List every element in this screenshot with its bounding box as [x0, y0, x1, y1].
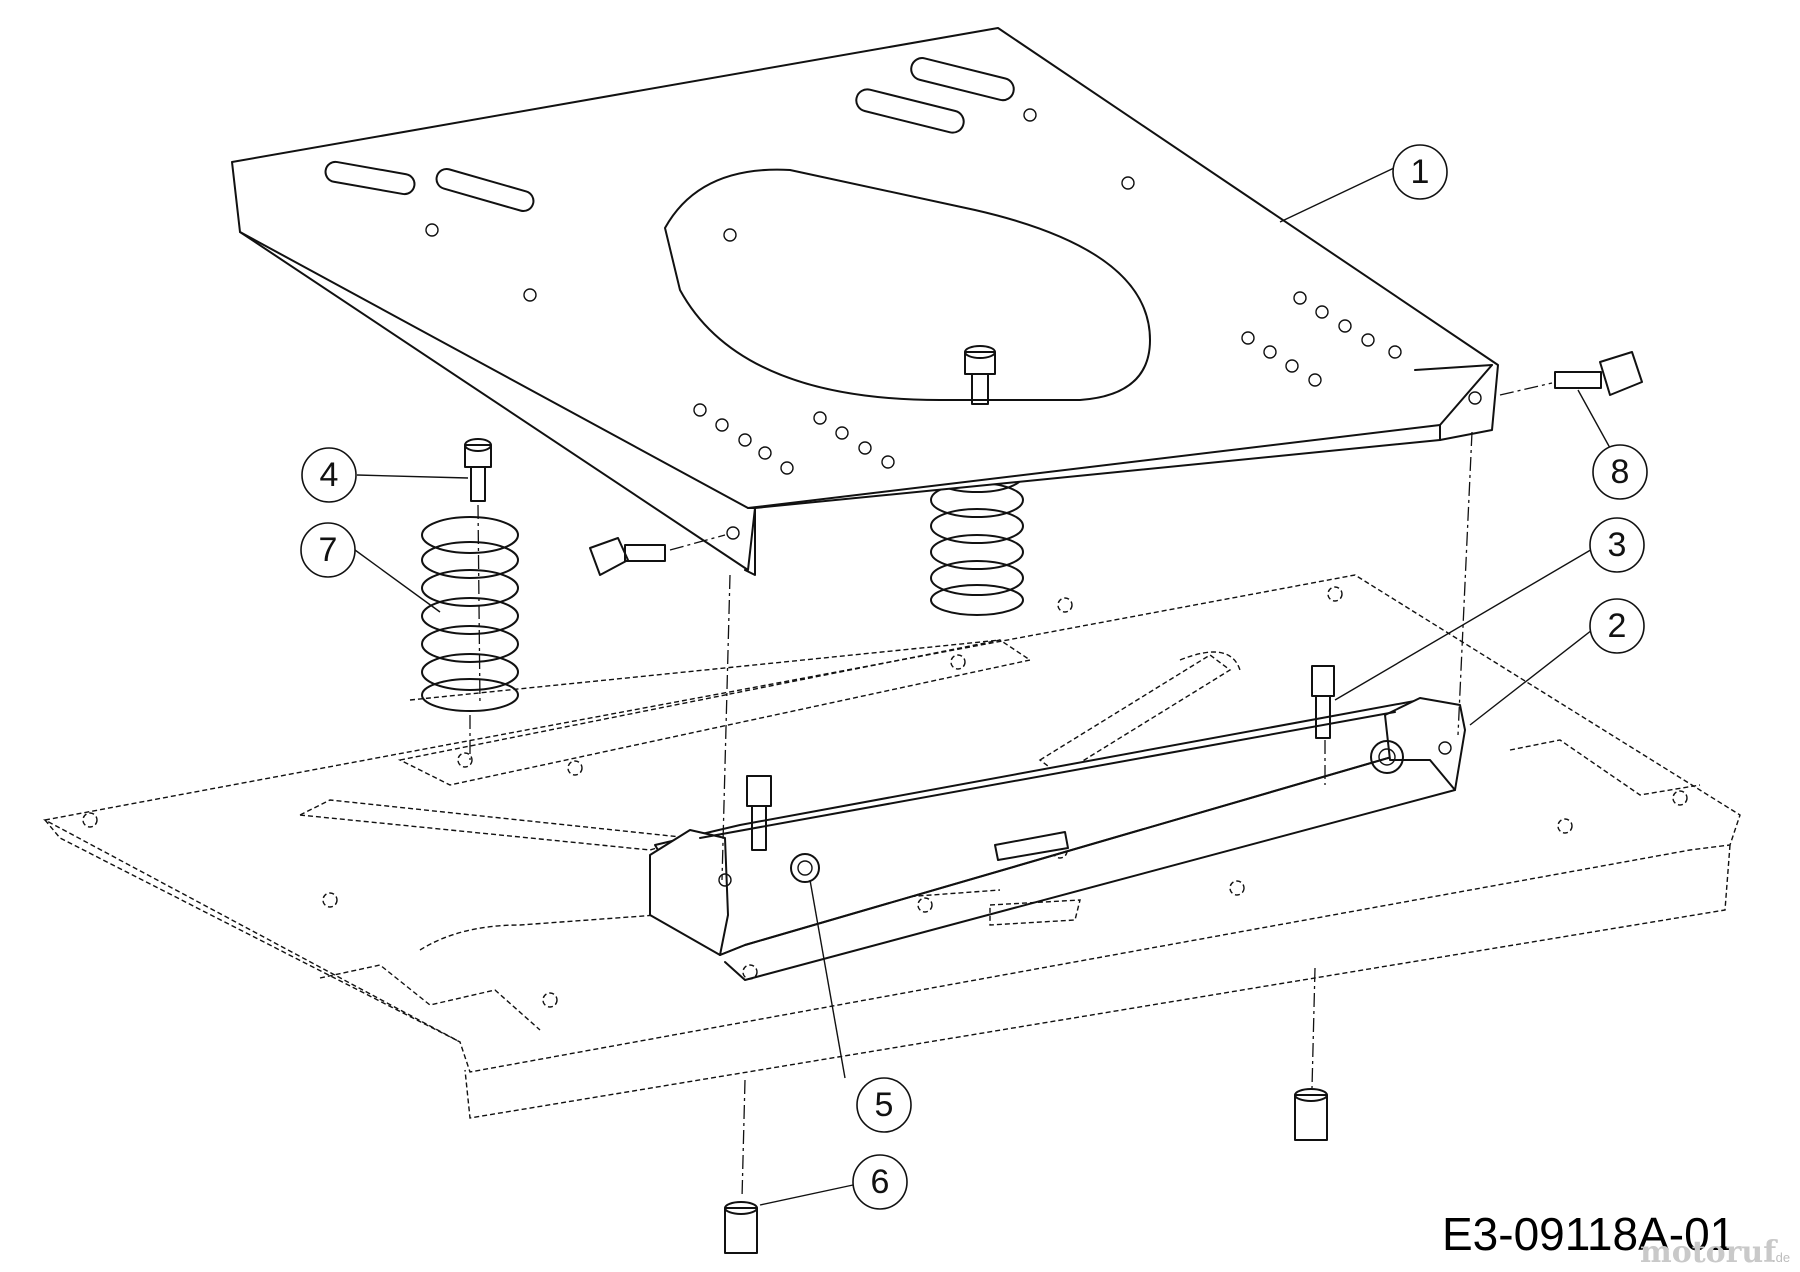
callout-7: 7: [300, 522, 356, 578]
callout-5: 5: [856, 1077, 912, 1133]
alignment-lines: [469, 382, 1553, 1199]
diagram-code: E3-09118A-01: [1442, 1208, 1735, 1260]
callout-3-label: 3: [1608, 526, 1627, 564]
callout-2: 2: [1589, 598, 1645, 654]
bolt-8: [1554, 351, 1643, 396]
callout-8-label: 8: [1611, 453, 1630, 491]
spring-left: [421, 516, 519, 712]
callout-1-label: 1: [1411, 153, 1430, 191]
spacer-left: [724, 1201, 758, 1254]
watermark-suffix: .de: [1772, 1250, 1790, 1265]
callout-6-label: 6: [871, 1163, 890, 1201]
bolt-side-left: [589, 537, 666, 576]
callout-7-label: 7: [319, 531, 338, 569]
slide-bracket: [649, 665, 1466, 981]
callout-leaders: [354, 167, 1611, 1206]
callout-6: 6: [852, 1154, 908, 1210]
callout-3: 3: [1589, 517, 1645, 573]
seat-plate: [231, 27, 1499, 576]
bolt-center: [964, 345, 996, 405]
callout-4: 4: [301, 447, 357, 503]
spacer-right: [1294, 1088, 1328, 1141]
watermark-brand: motoruf: [1640, 1235, 1778, 1270]
callout-2-label: 2: [1608, 607, 1627, 645]
bolt-4: [464, 438, 492, 502]
callout-5-label: 5: [875, 1086, 894, 1124]
callout-8: 8: [1592, 444, 1648, 500]
callout-4-label: 4: [320, 456, 339, 494]
callout-1: 1: [1392, 144, 1448, 200]
